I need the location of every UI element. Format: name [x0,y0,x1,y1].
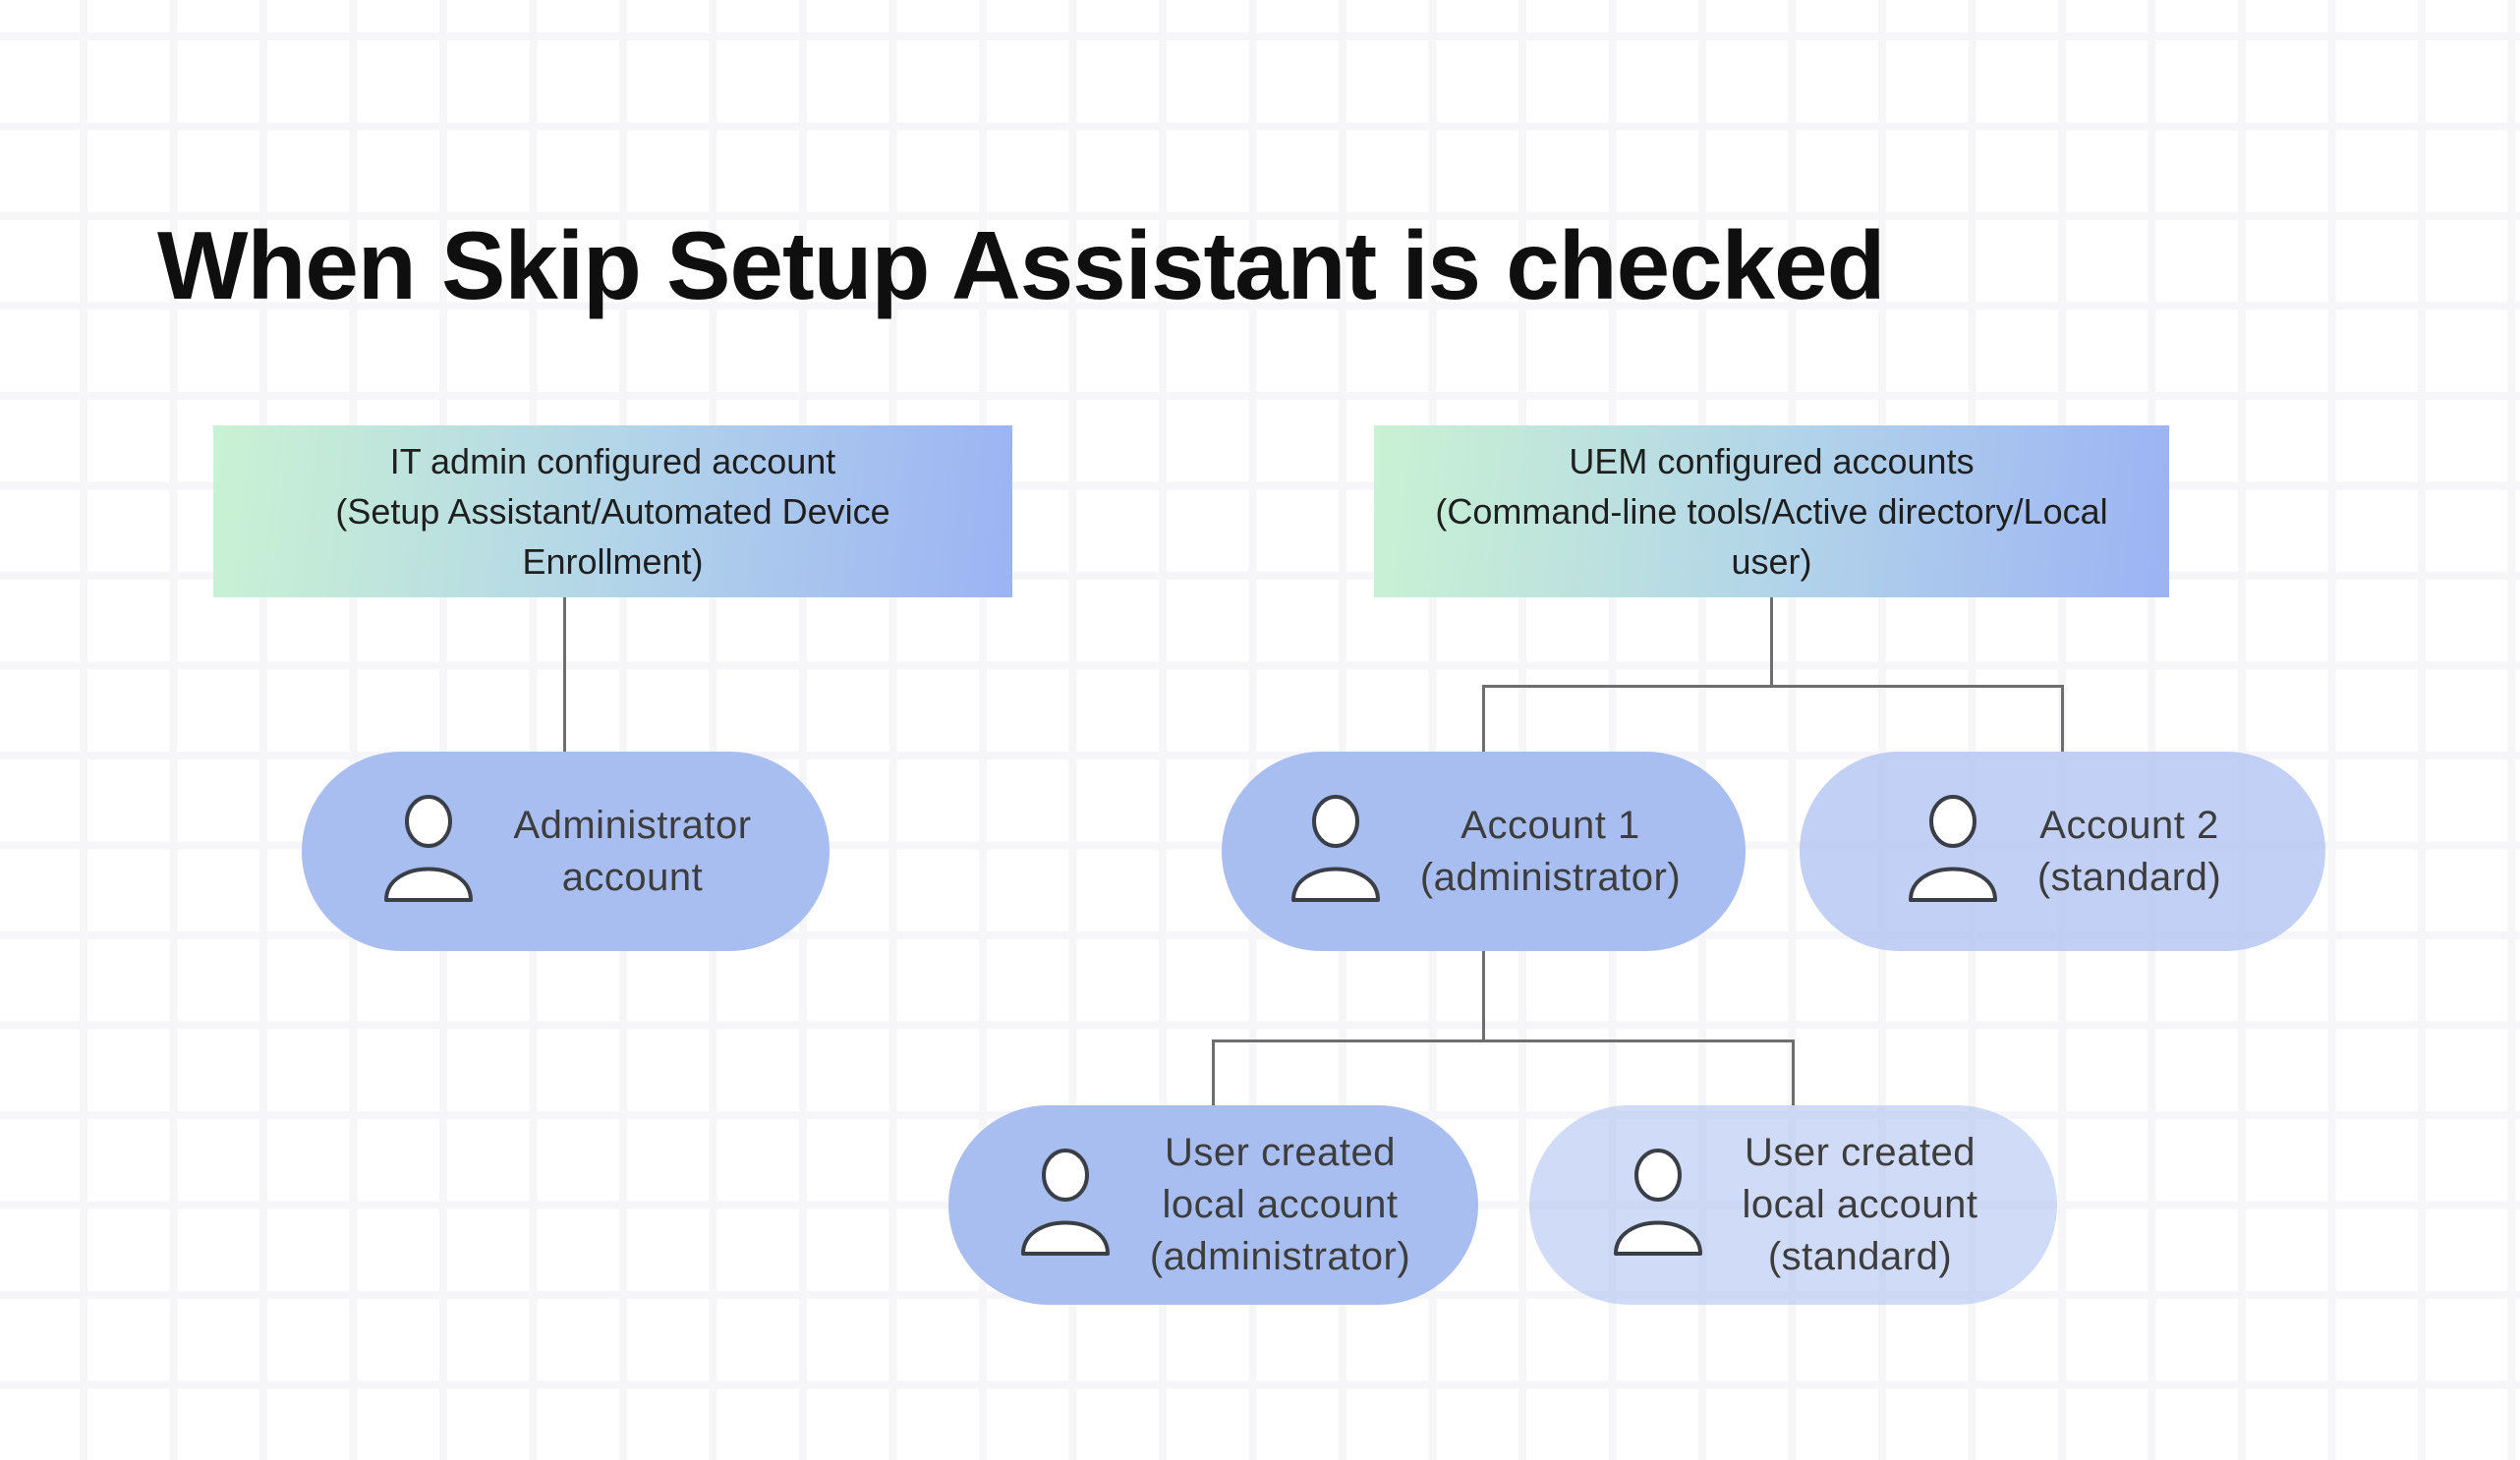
person-icon [384,794,474,902]
connector-line [2061,685,2064,752]
node-label: User created local account (standard) [1742,1131,1978,1278]
connector-line [1792,1039,1795,1105]
person-icon [1290,794,1380,902]
connector-line [563,597,566,752]
person-icon [1020,1148,1110,1256]
account-node-user-created-standard: User created local account (standard) [1529,1105,2057,1305]
node-label: Account 2 (standard) [2036,803,2222,899]
account-node-account-1: Account 1 (administrator) [1222,752,1746,951]
node-label: Administrator account [513,803,752,899]
person-icon [1613,1148,1702,1256]
account-node-user-created-admin: User created local account (administrato… [948,1105,1478,1305]
connector-line [1482,685,1485,752]
page-title: When Skip Setup Assistant is checked [157,210,1886,319]
source-box-it-admin: IT admin configured account (Setup Assis… [213,425,1012,597]
account-node-administrator: Administrator account [302,752,830,951]
connector-line [1482,685,2064,688]
connector-line [1212,1039,1215,1105]
connector-line [1482,951,1485,1041]
connector-line [1212,1039,1795,1042]
node-label: User created local account (administrato… [1149,1131,1411,1278]
node-label: Account 1 (administrator) [1419,803,1682,899]
account-node-account-2: Account 2 (standard) [1800,752,2325,951]
connector-line [1770,597,1773,688]
person-icon [1908,794,1997,902]
source-box-uem: UEM configured accounts (Command-line to… [1374,425,2169,597]
